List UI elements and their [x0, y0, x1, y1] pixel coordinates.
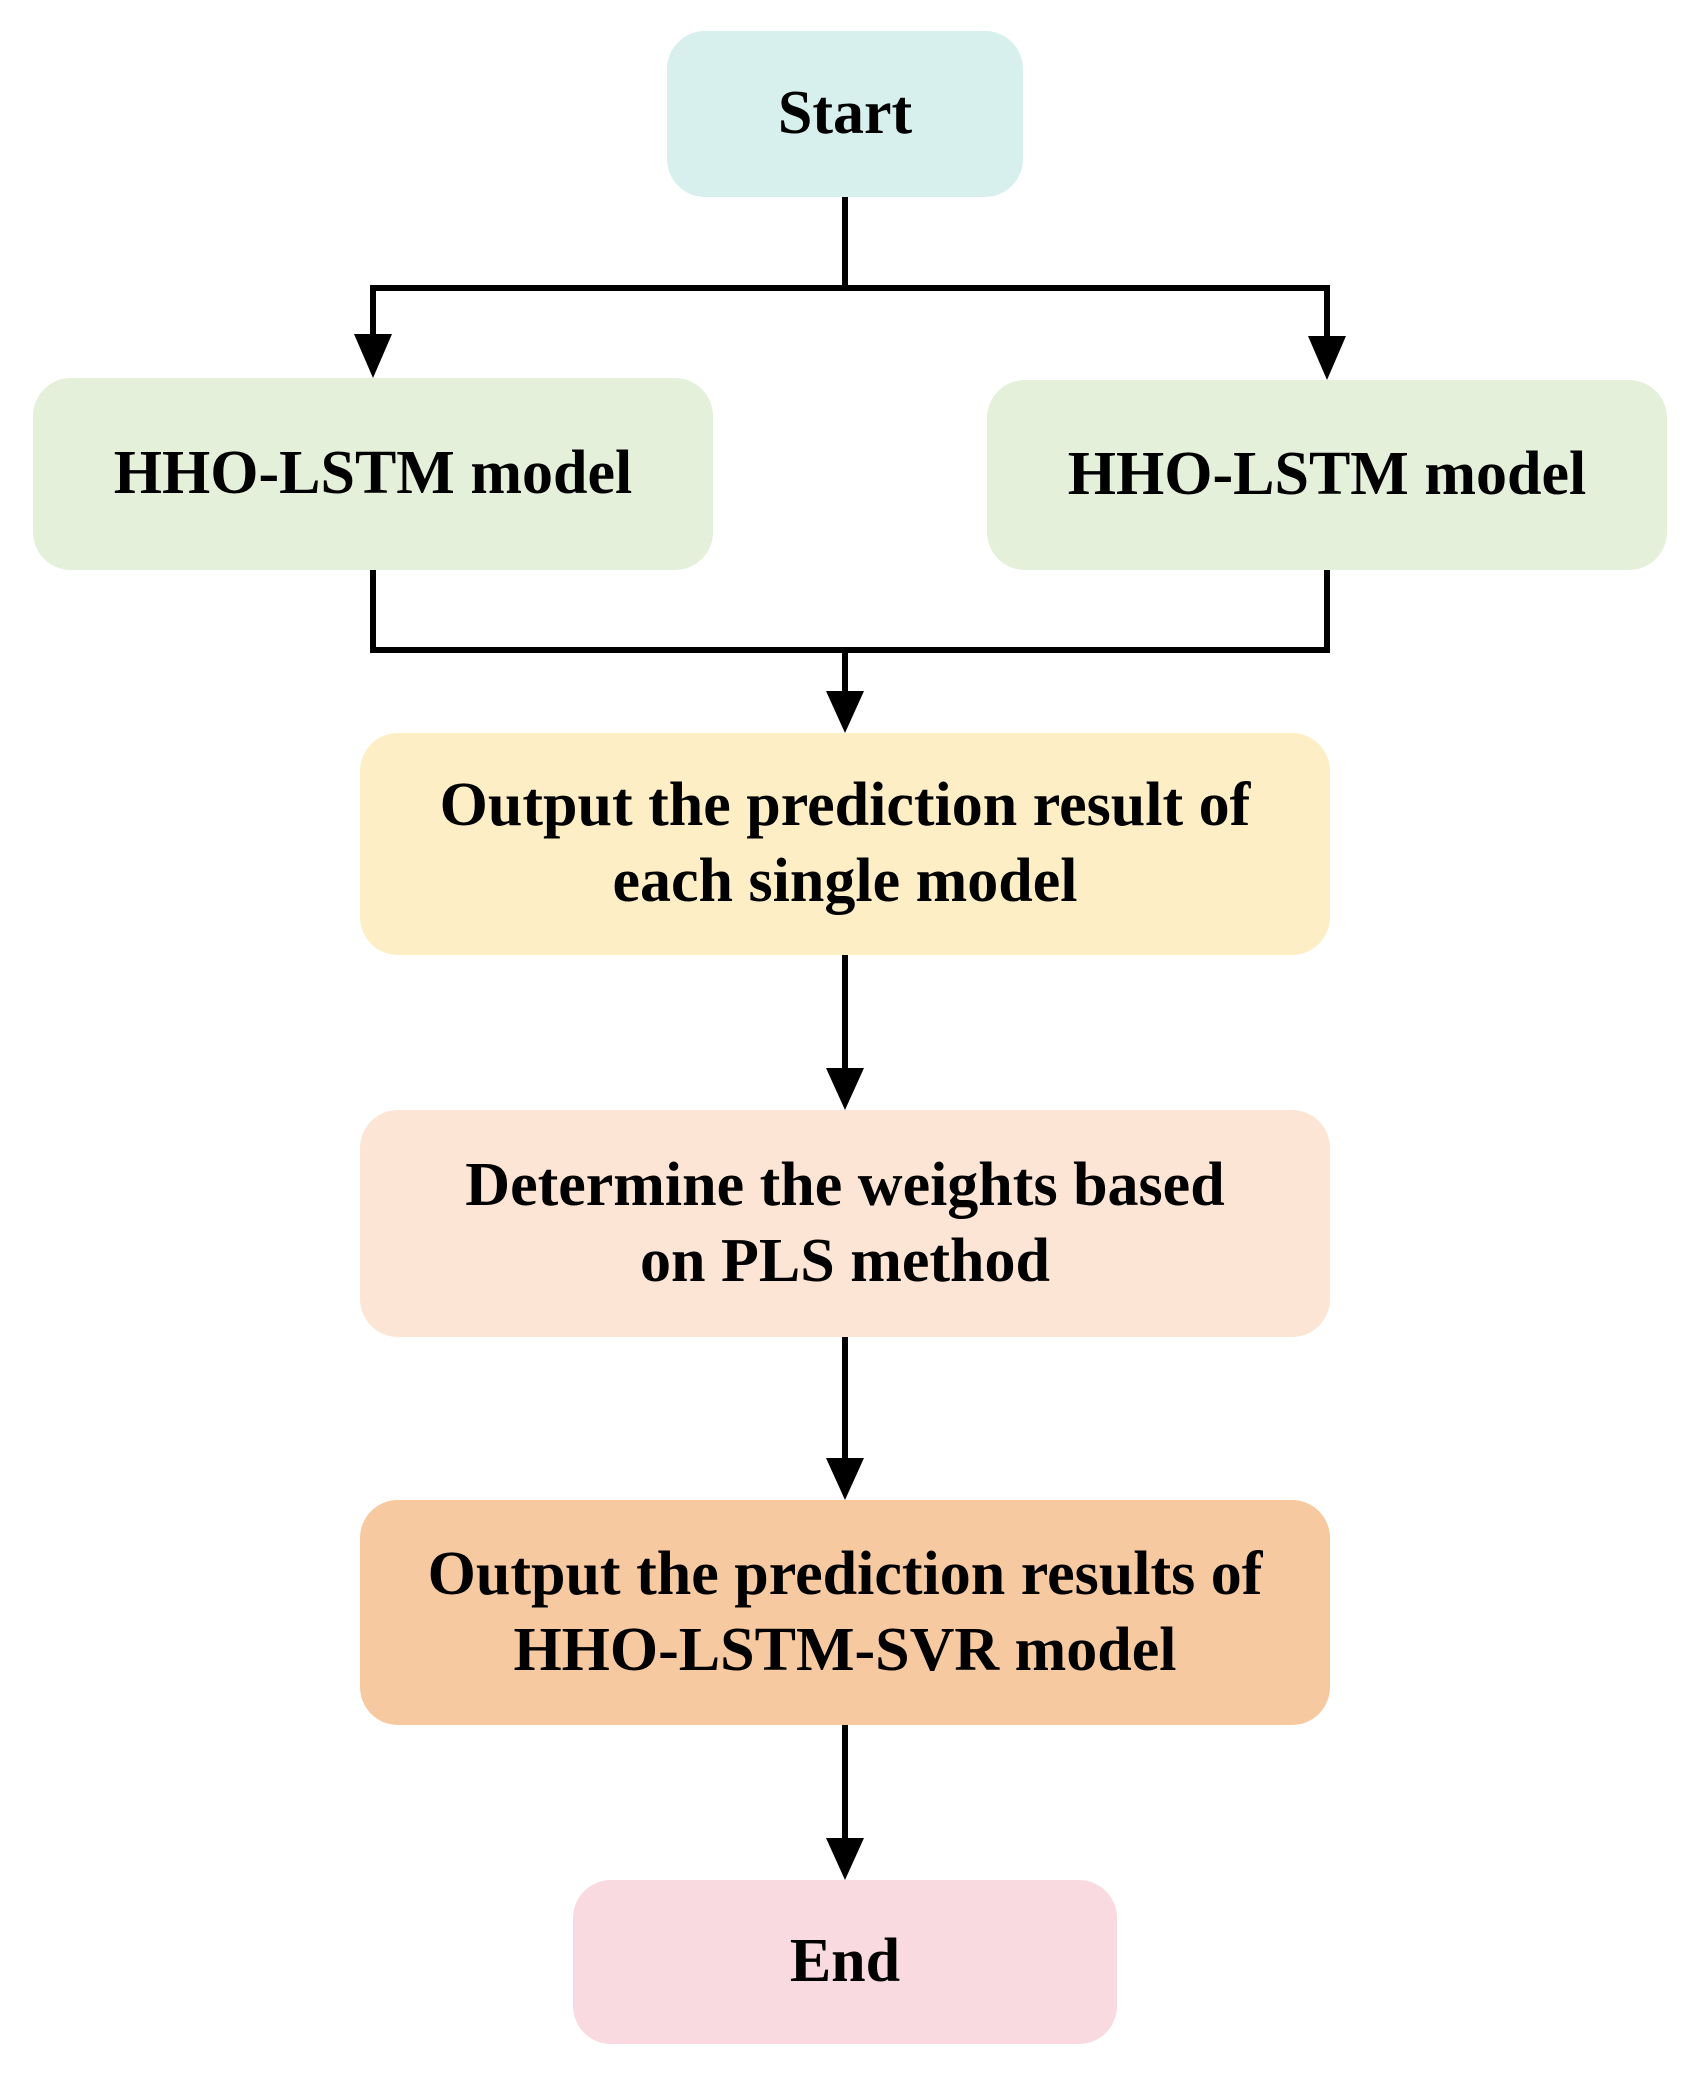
node-start-label: Start	[777, 79, 913, 148]
arrowhead-output-single-icon	[826, 691, 864, 733]
arrowhead-right-model-icon	[1308, 336, 1346, 380]
node-determine-weights-pls: Determine the weights based on PLS metho…	[360, 1110, 1330, 1337]
node-output-single-model-result: Output the prediction result of each sin…	[360, 733, 1330, 955]
arrowhead-end-icon	[826, 1838, 864, 1880]
node-start: Start	[667, 31, 1023, 197]
node-hho-lstm-model-right: HHO-LSTM model	[987, 380, 1667, 570]
node-output-hho-lstm-svr-result: Output the prediction results of HHO-LST…	[360, 1500, 1330, 1725]
node-end-label: End	[789, 1927, 901, 1996]
node-output-hho-lstm-svr-result-label: Output the prediction results of HHO-LST…	[427, 1539, 1263, 1684]
arrowhead-pls-weights-icon	[826, 1068, 864, 1110]
arrowhead-left-model-icon	[354, 334, 392, 378]
node-end: End	[573, 1880, 1117, 2044]
node-hho-lstm-model-left-label: HHO-LSTM model	[113, 439, 633, 508]
arrowhead-output-combined-icon	[826, 1458, 864, 1500]
node-hho-lstm-model-right-label: HHO-LSTM model	[1067, 440, 1587, 509]
node-hho-lstm-model-left: HHO-LSTM model	[33, 378, 713, 570]
node-determine-weights-pls-label: Determine the weights based on PLS metho…	[465, 1150, 1225, 1295]
node-output-single-model-result-label: Output the prediction result of each sin…	[439, 771, 1251, 915]
